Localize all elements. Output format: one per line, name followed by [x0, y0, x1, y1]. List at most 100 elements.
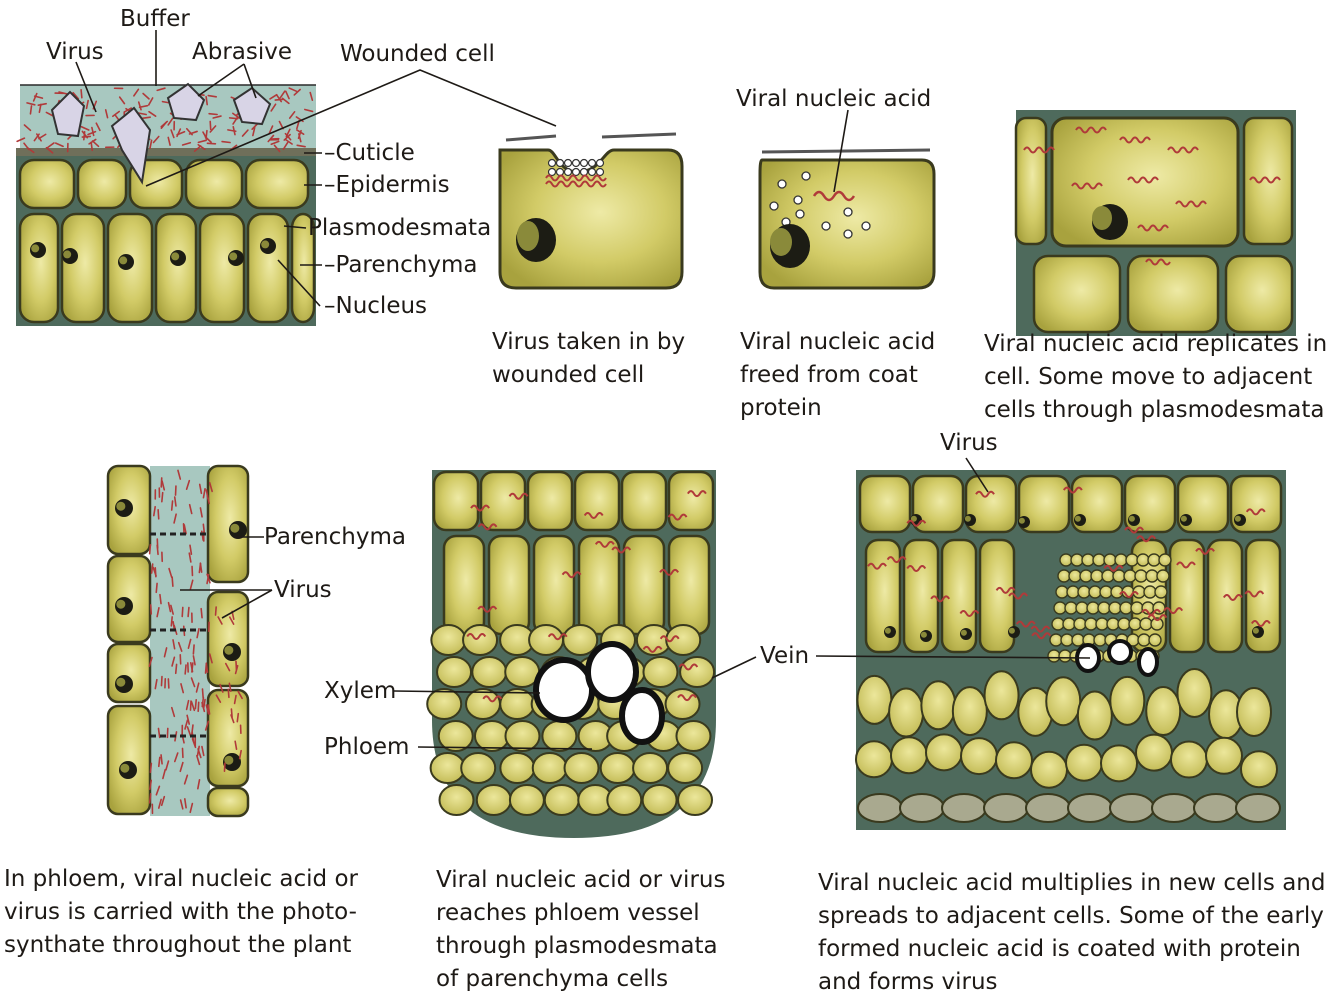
- virus-particle: [81, 90, 82, 98]
- vascular-cell: [1107, 618, 1119, 630]
- spongy-cell: [889, 689, 923, 737]
- vascular-cell: [1146, 570, 1158, 582]
- lower-epidermis-cell: [1236, 794, 1280, 822]
- vascular-cell: [1082, 554, 1094, 566]
- vascular-cell: [1076, 602, 1088, 614]
- virus-particle: [231, 709, 232, 717]
- vascular-cell: [1085, 618, 1097, 630]
- virus-particle: [202, 689, 203, 698]
- caption-multiplies: Viral nucleic acid multiplies in new cel…: [818, 867, 1325, 999]
- virus-particle: [195, 700, 196, 709]
- virus-particle: [161, 755, 162, 764]
- mesophyll-cell: [542, 721, 576, 751]
- abrasive-label: Abrasive: [192, 39, 292, 65]
- vascular-cell: [1159, 554, 1171, 566]
- virus-label-leaf: Virus: [940, 430, 998, 456]
- spongy-cell: [953, 687, 987, 735]
- virus-particle: [198, 702, 199, 711]
- vascular-cell: [1120, 602, 1132, 614]
- palisade-cell: [489, 536, 529, 634]
- parenchyma-cell: [62, 214, 104, 322]
- parenchyma-cell: [208, 788, 248, 816]
- mesophyll-cell: [466, 689, 500, 719]
- vascular-cell: [1056, 586, 1068, 598]
- mesophyll-cell: [666, 689, 700, 719]
- mesophyll-cell: [533, 753, 567, 783]
- palisade-cell: [579, 536, 619, 634]
- virus-particle: [150, 545, 151, 554]
- mesophyll-cell: [601, 753, 635, 783]
- virus-particle: [171, 617, 172, 626]
- virus-label-inoculum: Virus: [46, 39, 104, 65]
- mesophyll-cell: [678, 785, 712, 815]
- vascular-cell: [1126, 554, 1138, 566]
- parenchyma-cell: [248, 214, 288, 322]
- epidermis-cell: [669, 472, 713, 530]
- lower-epidermis-cell: [1110, 794, 1154, 822]
- caption-virus-taken-in: Virus taken in by wounded cell: [492, 326, 685, 392]
- spongy-cell: [961, 738, 997, 774]
- vascular-cell: [1140, 618, 1152, 630]
- spongy-cell: [996, 742, 1032, 778]
- vascular-cell: [1054, 602, 1066, 614]
- plasmodesmata-label: Plasmodesmata: [308, 215, 491, 241]
- vascular-cell: [1098, 602, 1110, 614]
- epidermis-cell: [186, 160, 242, 208]
- virus-particle: [237, 714, 238, 722]
- virus-particle: [158, 510, 159, 519]
- spongy-cell: [856, 741, 892, 777]
- virus-particle: [188, 608, 189, 617]
- virus-particle: [156, 583, 157, 592]
- virus-particle: [193, 645, 194, 654]
- inoculation-panel: [16, 84, 316, 326]
- vascular-cell: [1048, 650, 1060, 662]
- spongy-cell: [1206, 738, 1242, 774]
- virus-particle: [162, 493, 163, 502]
- virus-particle: [172, 501, 173, 510]
- epidermis-cell: [78, 160, 126, 208]
- vascular-cell: [1061, 634, 1073, 646]
- phloem-strand-panel: [108, 466, 248, 816]
- virus-particle: [185, 665, 186, 674]
- virus-particle: [230, 118, 238, 119]
- epidermis-cell: [434, 472, 478, 530]
- vascular-cell: [1059, 650, 1071, 662]
- virus-particle: [209, 114, 217, 115]
- mesophyll-cell: [431, 625, 465, 655]
- epidermis-label: –Epidermis: [324, 172, 450, 198]
- parenchyma-cell: [108, 706, 150, 814]
- epidermis-cell: [20, 160, 74, 208]
- mesophyll-cell: [643, 785, 677, 815]
- wounded-cell-label: Wounded cell: [340, 41, 495, 67]
- virus-particle: [206, 97, 207, 105]
- virus-particle: [192, 663, 193, 672]
- replication-panel: [1016, 110, 1296, 336]
- virus-particle: [152, 564, 153, 573]
- lower-epidermis-cell: [900, 794, 944, 822]
- mesophyll-cell: [431, 753, 465, 783]
- vascular-cell: [1100, 586, 1112, 598]
- spongy-cell: [1171, 742, 1207, 778]
- palisade-cell: [1170, 540, 1204, 652]
- virus-particle: [202, 698, 203, 707]
- spongy-cell: [1110, 677, 1144, 725]
- virus-particle: [199, 564, 200, 573]
- spongy-cell: [1136, 735, 1172, 771]
- vascular-cell: [1074, 618, 1086, 630]
- vascular-cell: [1078, 586, 1090, 598]
- mesophyll-cell: [668, 753, 702, 783]
- spongy-cell: [985, 671, 1019, 719]
- caption-replicates: Viral nucleic acid replicates in cell. S…: [984, 328, 1327, 427]
- virus-particle: [172, 577, 173, 586]
- virus-particle: [222, 142, 230, 143]
- spongy-cell: [1146, 687, 1180, 735]
- spongy-cell: [1241, 751, 1277, 787]
- mesophyll-cell: [427, 689, 461, 719]
- adjacent-cell: [1034, 256, 1120, 332]
- vascular-cell: [1087, 602, 1099, 614]
- vascular-cell: [1052, 618, 1064, 630]
- virus-particle: [201, 609, 202, 618]
- vascular-cell: [1138, 634, 1150, 646]
- coat-protein: [770, 202, 778, 210]
- vascular-cell: [1144, 586, 1156, 598]
